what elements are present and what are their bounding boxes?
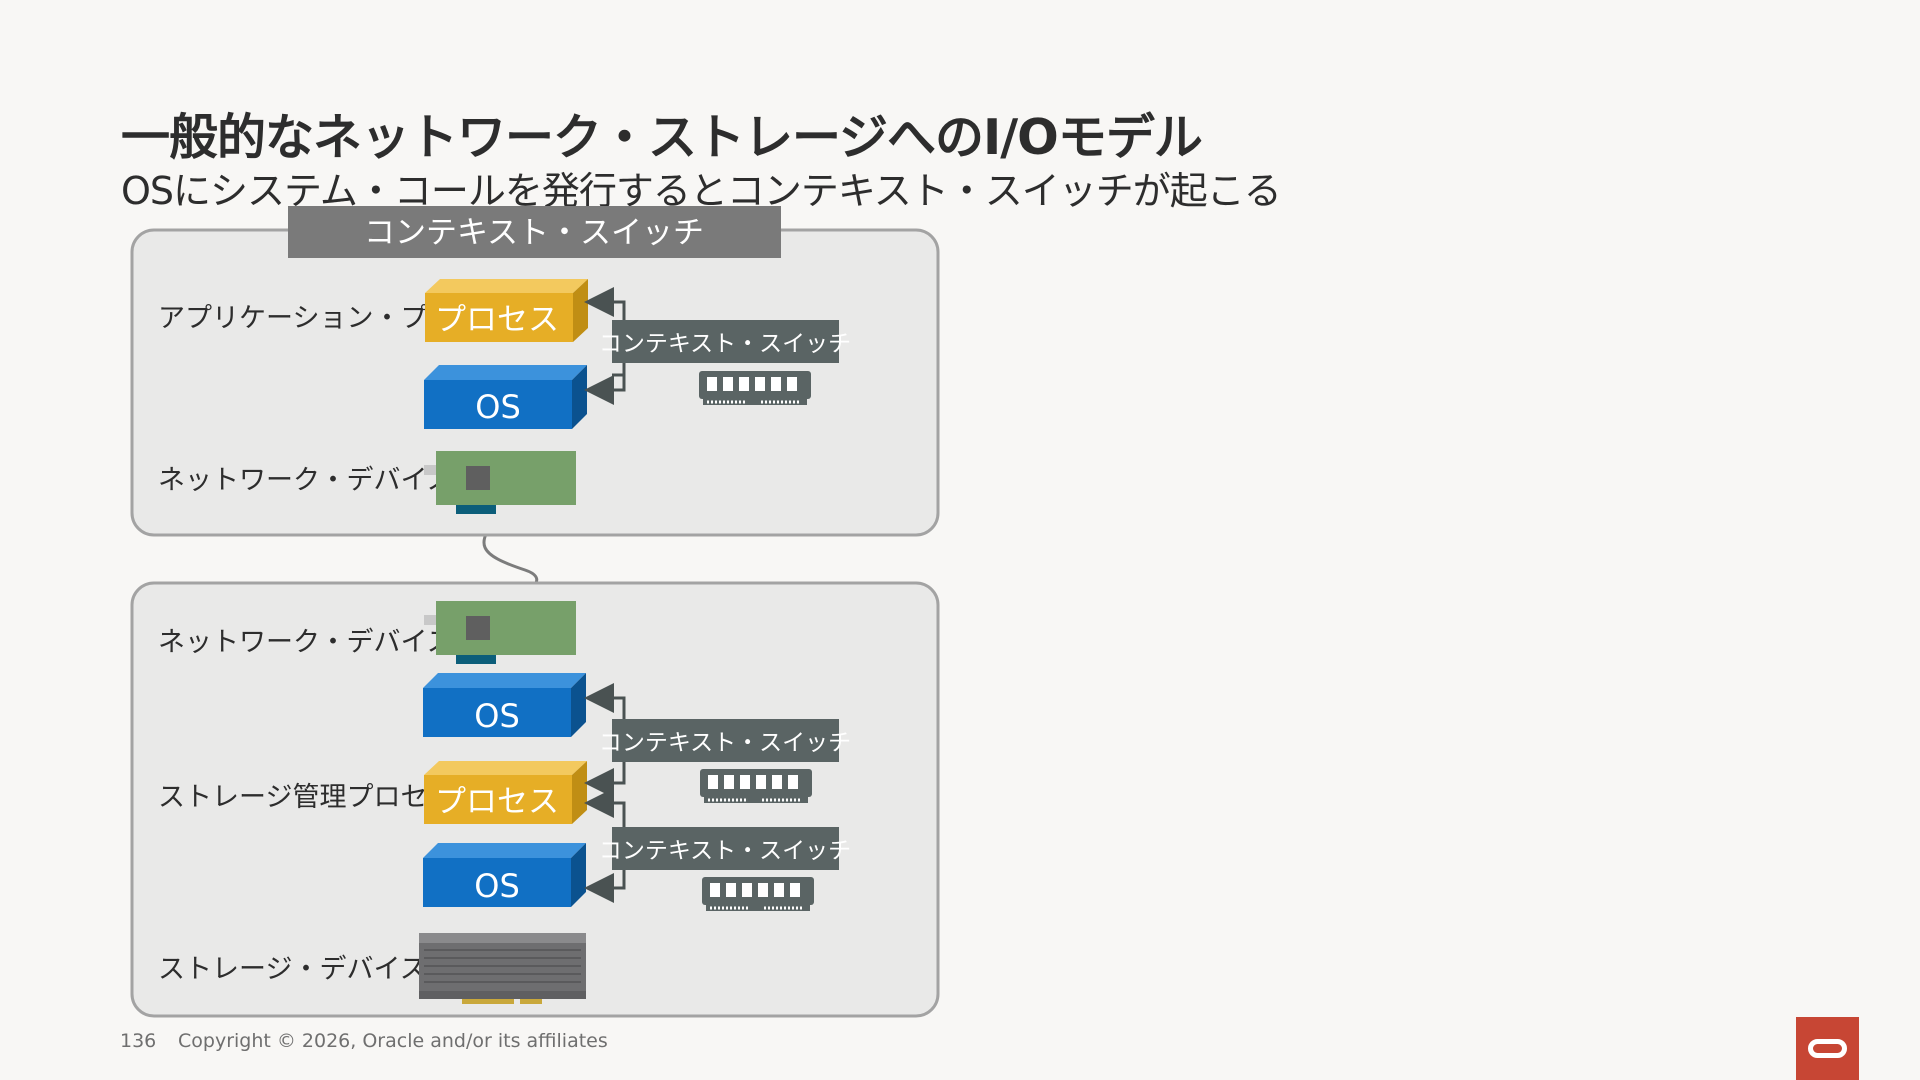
process-block: プロセス [425,279,588,342]
context-switch-label: コンテキスト・スイッチ [599,730,851,756]
os-block: OS [423,843,586,907]
context-switch-label: コンテキスト・スイッチ [599,838,851,864]
os-label: OS [474,867,520,905]
process-label: プロセス [435,784,559,820]
copyright-text: Copyright © 2026, Oracle and/or its affi… [178,1030,608,1052]
storage-process-label: ストレージ管理プロセス [158,782,454,813]
os-label: OS [475,388,521,426]
storage-card-icon [419,933,586,1004]
network-card-icon [424,451,576,514]
storage-device-label: ストレージ・デバイス [158,954,427,985]
oracle-ring-icon [1808,1039,1847,1058]
page-number: 136 [120,1030,156,1052]
os-label: OS [474,697,520,735]
storage-server-box: ネットワーク・デバイス OS ストレージ管理プロセス プロセス O [132,583,938,1016]
memory-chip-icon [702,877,814,911]
oracle-logo [1796,1017,1859,1080]
memory-chip-icon [699,371,811,405]
network-device-label-bottom: ネットワーク・デバイス [158,627,454,658]
context-switch-label: コンテキスト・スイッチ [599,331,851,357]
os-block: OS [423,673,586,737]
network-device-label: ネットワーク・デバイス [158,465,454,496]
network-card-icon [424,601,576,664]
process-label: プロセス [435,302,559,338]
memory-chip-icon [700,769,812,803]
process-block: プロセス [424,761,587,824]
os-block: OS [424,365,587,429]
banner-label: コンテキスト・スイッチ [364,215,704,251]
host-box: コンテキスト・スイッチ アプリケーション・プロセス プロセス OS コンテキスト… [132,206,938,535]
